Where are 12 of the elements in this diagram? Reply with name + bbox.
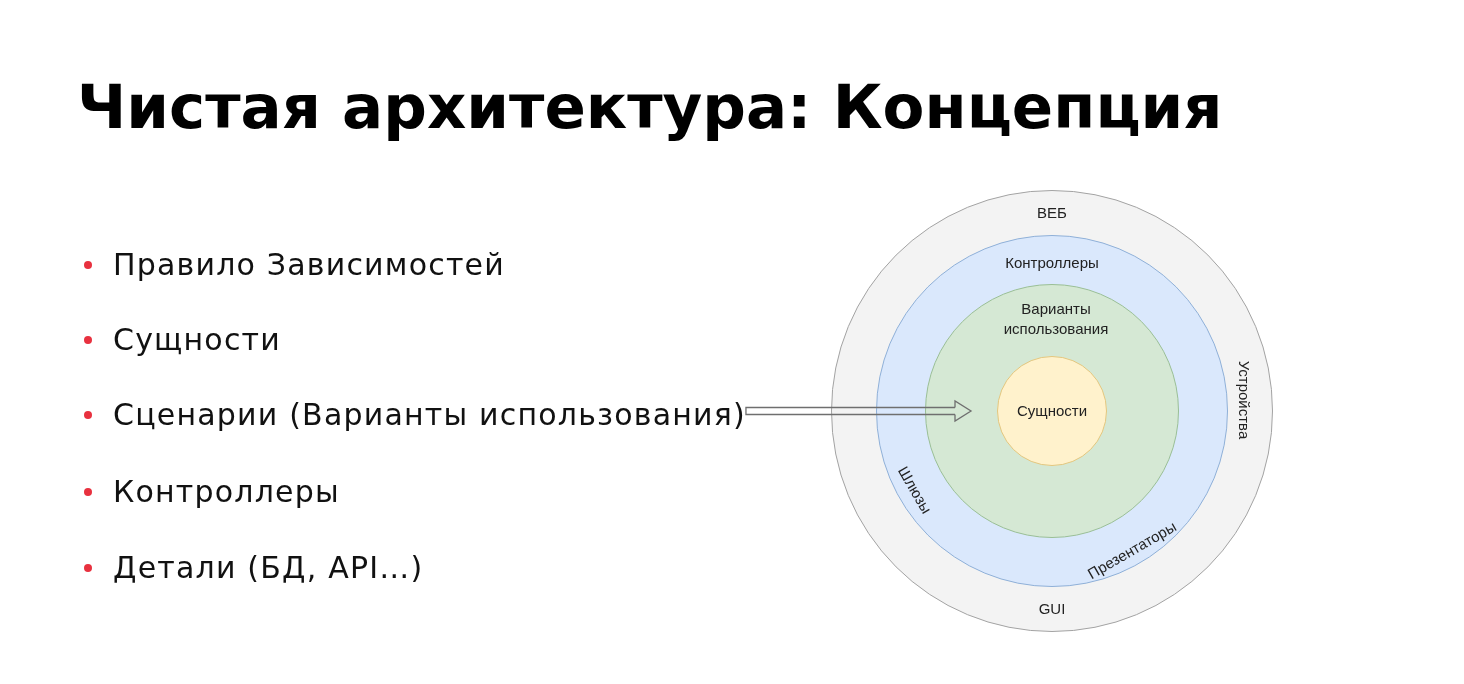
- ring-label: Контроллеры: [1005, 253, 1099, 273]
- ring-label: Устройства: [1234, 360, 1254, 440]
- ring-label: ВЕБ: [1037, 203, 1067, 223]
- list-item-text: Правило Зависимостей: [113, 247, 505, 283]
- list-item-text: Сущности: [113, 322, 281, 358]
- block-arrow: [745, 400, 972, 422]
- list-item-text: Детали (БД, API…): [113, 550, 424, 586]
- list-item-text: Сценарии (Варианты использования): [113, 397, 746, 433]
- ring-label: GUI: [1038, 599, 1066, 619]
- list-item-text: Контроллеры: [113, 474, 340, 510]
- ring-label: Варианты использования: [1002, 298, 1110, 338]
- circle-label: Сущности: [1016, 401, 1088, 421]
